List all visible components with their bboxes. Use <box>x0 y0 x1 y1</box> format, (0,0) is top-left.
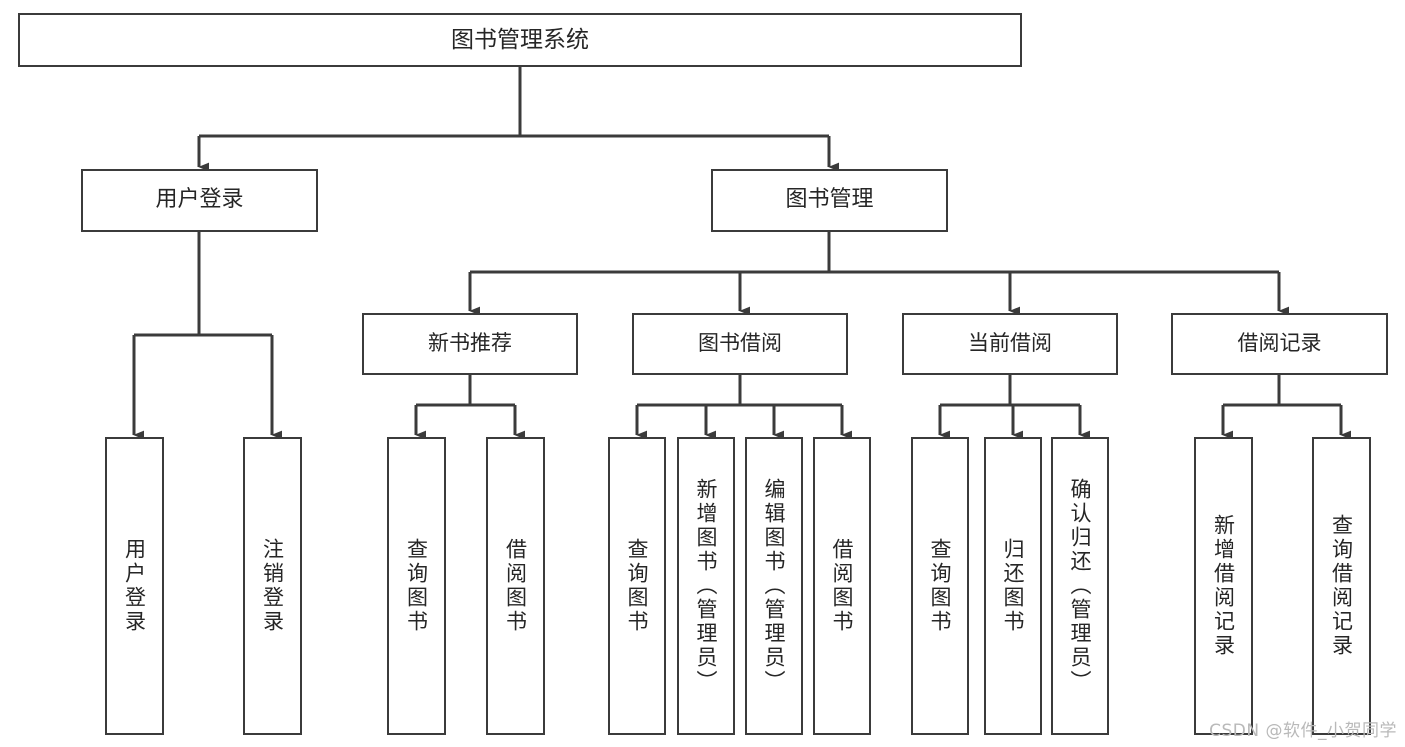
csdn-watermark: CSDN @软件_小贺同学 <box>1209 721 1397 741</box>
node-leaf-query-book-borrow[interactable]: 查询图书 <box>608 437 666 735</box>
node-leaf-confirm-return-admin-label: 确认归还（管理员） <box>1068 478 1093 694</box>
node-leaf-borrow-book-new-label: 借阅图书 <box>503 538 528 634</box>
node-leaf-add-borrow-record[interactable]: 新增借阅记录 <box>1194 437 1253 735</box>
node-borrow-record-label: 借阅记录 <box>1237 331 1322 356</box>
node-leaf-add-book-admin[interactable]: 新增图书（管理员） <box>677 437 735 735</box>
node-new-book-recommend-label: 新书推荐 <box>428 331 512 356</box>
node-book-borrow[interactable]: 图书借阅 <box>632 313 848 375</box>
node-leaf-query-book-borrow-label: 查询图书 <box>625 538 650 634</box>
node-book-management[interactable]: 图书管理 <box>711 169 948 232</box>
node-leaf-edit-book-admin-label: 编辑图书（管理员） <box>762 478 787 694</box>
node-book-borrow-label: 图书借阅 <box>698 331 782 356</box>
node-new-book-recommend[interactable]: 新书推荐 <box>362 313 578 375</box>
node-leaf-query-book-new[interactable]: 查询图书 <box>387 437 446 735</box>
node-root-label: 图书管理系统 <box>451 26 589 53</box>
node-borrow-record[interactable]: 借阅记录 <box>1171 313 1388 375</box>
node-leaf-query-book-current-label: 查询图书 <box>928 538 953 634</box>
node-current-borrow[interactable]: 当前借阅 <box>902 313 1118 375</box>
node-leaf-user-login[interactable]: 用户登录 <box>105 437 164 735</box>
node-leaf-borrow-book-label: 借阅图书 <box>830 538 855 634</box>
node-leaf-edit-book-admin[interactable]: 编辑图书（管理员） <box>745 437 803 735</box>
node-user-login-label: 用户登录 <box>155 187 244 213</box>
node-leaf-add-book-admin-label: 新增图书（管理员） <box>694 478 719 694</box>
node-leaf-query-book-new-label: 查询图书 <box>404 538 429 634</box>
node-book-management-label: 图书管理 <box>785 187 874 213</box>
node-leaf-query-borrow-record[interactable]: 查询借阅记录 <box>1312 437 1371 735</box>
node-current-borrow-label: 当前借阅 <box>968 331 1052 356</box>
node-leaf-return-book-label: 归还图书 <box>1001 538 1026 634</box>
node-leaf-logout[interactable]: 注销登录 <box>243 437 302 735</box>
node-root-book-management-system[interactable]: 图书管理系统 <box>18 13 1022 67</box>
node-leaf-query-book-current[interactable]: 查询图书 <box>911 437 969 735</box>
node-user-login[interactable]: 用户登录 <box>81 169 318 232</box>
node-leaf-return-book[interactable]: 归还图书 <box>984 437 1042 735</box>
node-leaf-query-borrow-record-label: 查询借阅记录 <box>1329 514 1354 658</box>
node-leaf-confirm-return-admin[interactable]: 确认归还（管理员） <box>1051 437 1109 735</box>
node-leaf-logout-label: 注销登录 <box>260 538 285 634</box>
node-leaf-add-borrow-record-label: 新增借阅记录 <box>1211 514 1236 658</box>
node-leaf-borrow-book-new[interactable]: 借阅图书 <box>486 437 545 735</box>
node-leaf-borrow-book[interactable]: 借阅图书 <box>813 437 871 735</box>
node-leaf-user-login-label: 用户登录 <box>122 538 147 634</box>
